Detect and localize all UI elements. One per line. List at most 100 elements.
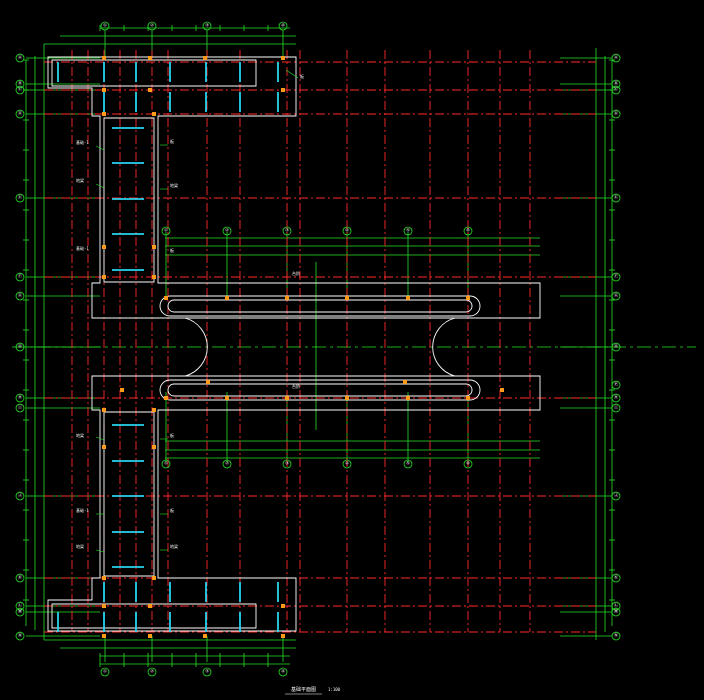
drawing-title: 基础平面图 xyxy=(291,686,316,693)
left-axis-bubble-label: Ⓓ xyxy=(18,110,23,117)
inner-top-bubble-label: ③ xyxy=(285,228,290,234)
column-marker xyxy=(152,275,156,279)
column-marker xyxy=(152,408,156,412)
bottom-axis-bubble-label: ② xyxy=(150,669,155,675)
left-axis-bubble-circle xyxy=(15,573,25,583)
inner-top-bubble-label: ④ xyxy=(345,228,350,234)
right-axis-bubble-circle xyxy=(611,342,621,352)
column-marker xyxy=(345,296,349,300)
left-axis-bubble-label: Ⓐ xyxy=(18,54,23,61)
right-axis-bubble-circle xyxy=(611,79,621,89)
column-marker xyxy=(345,396,349,400)
bottom-axis-bubble-label: ④ xyxy=(281,669,286,675)
right-axis-bubble-label: Ⓒ xyxy=(614,86,619,93)
left-axis-bubble-circle xyxy=(15,393,25,403)
column-marker xyxy=(406,396,410,400)
left-axis-bubble-label: Ⓞ xyxy=(18,343,23,350)
inner-bottom-bubble-circle xyxy=(342,459,352,469)
right-axis-bubble-label: Ⓞ xyxy=(614,343,619,350)
top-axis-bubble-circle xyxy=(100,21,110,31)
left-axis-bubble-circle xyxy=(15,342,25,352)
right-axis-bubble-circle xyxy=(611,53,621,63)
top-axis-bubble-label: ③ xyxy=(205,23,210,29)
note-slab: 板 xyxy=(300,73,304,79)
left-axis-bubble-label: Ⓑ xyxy=(18,80,23,87)
inner-bottom-bubble-label: ② xyxy=(225,461,230,467)
right-axis-bubble-circle xyxy=(611,272,621,282)
right-axis-bubble-label: Ⓕ xyxy=(614,273,619,280)
note-foundation: 基础-1 xyxy=(76,507,89,513)
top-axis-bubble-circle xyxy=(202,21,212,31)
right-axis-bubble-label: Ⓚ xyxy=(614,574,619,581)
column-marker xyxy=(102,275,106,279)
left-axis-bubble-label: Ⓜ xyxy=(18,608,23,615)
cyan-bars xyxy=(57,62,279,632)
right-axis-bubble-label: Ⓐ xyxy=(614,54,619,61)
bottom-axis-bubble-label: ③ xyxy=(205,669,210,675)
left-axis-bubble-label: Ⓝ xyxy=(18,632,23,639)
left-axis-bubble-circle xyxy=(15,291,25,301)
column-marker xyxy=(102,245,106,249)
note-slab: 板 xyxy=(170,507,174,513)
top-axis-bubble-label: ④ xyxy=(281,23,286,29)
left-axis-bubble-circle xyxy=(15,272,25,282)
column-marker xyxy=(152,576,156,580)
bottom-axis-bubble-circle xyxy=(100,667,110,677)
left-axis-bubble-circle xyxy=(15,601,25,611)
right-axis-bubble-circle xyxy=(611,109,621,119)
inner-top-bubble-circle xyxy=(463,226,473,236)
inner-top-bubble-label: ⑤ xyxy=(406,228,411,234)
left-axis-bubble-circle xyxy=(15,607,25,617)
column-marker xyxy=(281,634,285,638)
inner-top-bubble-circle xyxy=(403,226,413,236)
inner-top-bubble-label: ① xyxy=(164,228,169,234)
leader-line xyxy=(95,145,105,151)
left-axis-bubble-circle xyxy=(15,193,25,203)
note-beam: 地梁 xyxy=(170,182,178,188)
left-axis-bubble-circle xyxy=(15,109,25,119)
inner-bottom-bubble-circle xyxy=(403,459,413,469)
inner-top-bubble-circle xyxy=(222,226,232,236)
column-marker xyxy=(102,576,106,580)
right-axis-bubble-circle xyxy=(611,403,621,413)
column-marker xyxy=(164,396,168,400)
lower-strip xyxy=(51,603,257,629)
column-marker xyxy=(102,604,106,608)
left-axis-bubble-circle xyxy=(15,491,25,501)
inner-top-bubble-circle xyxy=(342,226,352,236)
note-slab: 板 xyxy=(170,247,174,253)
top-axis-bubble-label: ① xyxy=(103,23,108,29)
bottom-axis-bubble-circle xyxy=(278,667,288,677)
right-axis-bubble-circle xyxy=(611,380,621,390)
column-marker xyxy=(102,112,106,116)
column-marker xyxy=(102,408,106,412)
note-beam: 地梁 xyxy=(76,432,84,438)
note-slab: 板 xyxy=(170,138,174,144)
right-axis-bubble-label: Ⓖ xyxy=(614,292,619,299)
right-axis-bubble-circle xyxy=(611,573,621,583)
note-beam: 地梁 xyxy=(76,177,84,183)
column-marker xyxy=(203,634,207,638)
right-axis-bubble-label: Ⓛ xyxy=(614,602,619,609)
upper-corridor xyxy=(103,117,155,283)
column-marker xyxy=(102,56,106,60)
right-axis-bubble-circle xyxy=(611,291,621,301)
top-axis-bubble-circle xyxy=(278,21,288,31)
note-foundation: 基础-1 xyxy=(76,139,89,145)
right-axis-bubble-label: Ⓔ xyxy=(614,194,619,201)
left-axis-bubble-circle xyxy=(15,53,25,63)
column-marker xyxy=(152,245,156,249)
left-semicircle xyxy=(184,317,208,377)
column-marker xyxy=(406,296,410,300)
column-marker xyxy=(148,56,152,60)
right-axis-bubble-label: Ⓘ xyxy=(614,404,619,411)
note-step: 台阶 xyxy=(292,270,300,276)
column-marker xyxy=(281,56,285,60)
right-axis-bubble-label: Ⓗ xyxy=(614,394,619,401)
upper-wing-outline xyxy=(47,56,541,319)
left-axis-bubble-label: Ⓒ xyxy=(18,86,23,93)
right-axis-bubble-label: Ⓑ xyxy=(614,80,619,87)
